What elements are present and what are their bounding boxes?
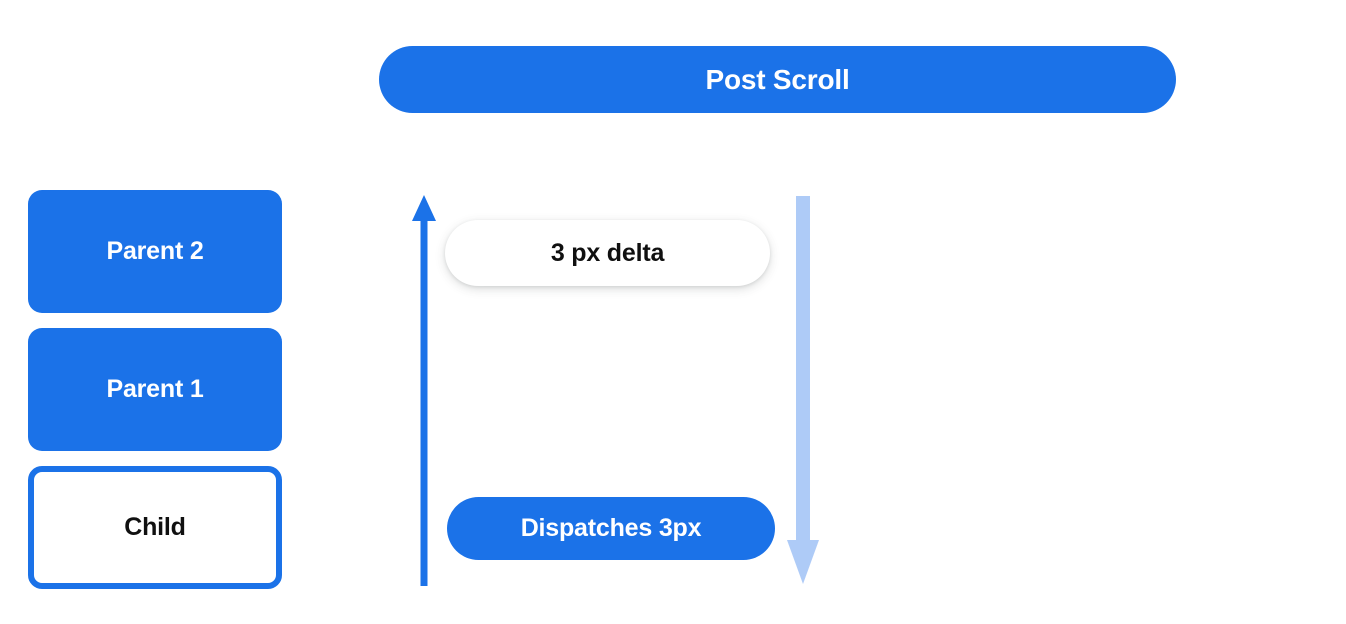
- hierarchy-box-child: Child: [28, 466, 282, 589]
- delta-pill-label: 3 px delta: [550, 238, 665, 267]
- hierarchy-box-parent-2: Parent 2: [28, 190, 282, 313]
- hierarchy-box-parent-1: Parent 1: [28, 328, 282, 451]
- dispatch-pill: Dispatches 3px: [447, 497, 775, 560]
- post-scroll-banner: Post Scroll: [379, 46, 1176, 113]
- hierarchy-box-child-label: Child: [124, 513, 186, 541]
- arrow-up-icon: [412, 195, 436, 586]
- post-scroll-banner-label: Post Scroll: [705, 63, 850, 95]
- hierarchy-stack: Parent 2 Parent 1 Child: [28, 190, 282, 589]
- hierarchy-box-parent-1-label: Parent 1: [106, 375, 204, 403]
- delta-pill: 3 px delta: [445, 220, 770, 286]
- hierarchy-box-parent-2-label: Parent 2: [106, 237, 204, 265]
- arrow-down-icon: [787, 196, 819, 584]
- dispatch-pill-label: Dispatches 3px: [520, 514, 702, 542]
